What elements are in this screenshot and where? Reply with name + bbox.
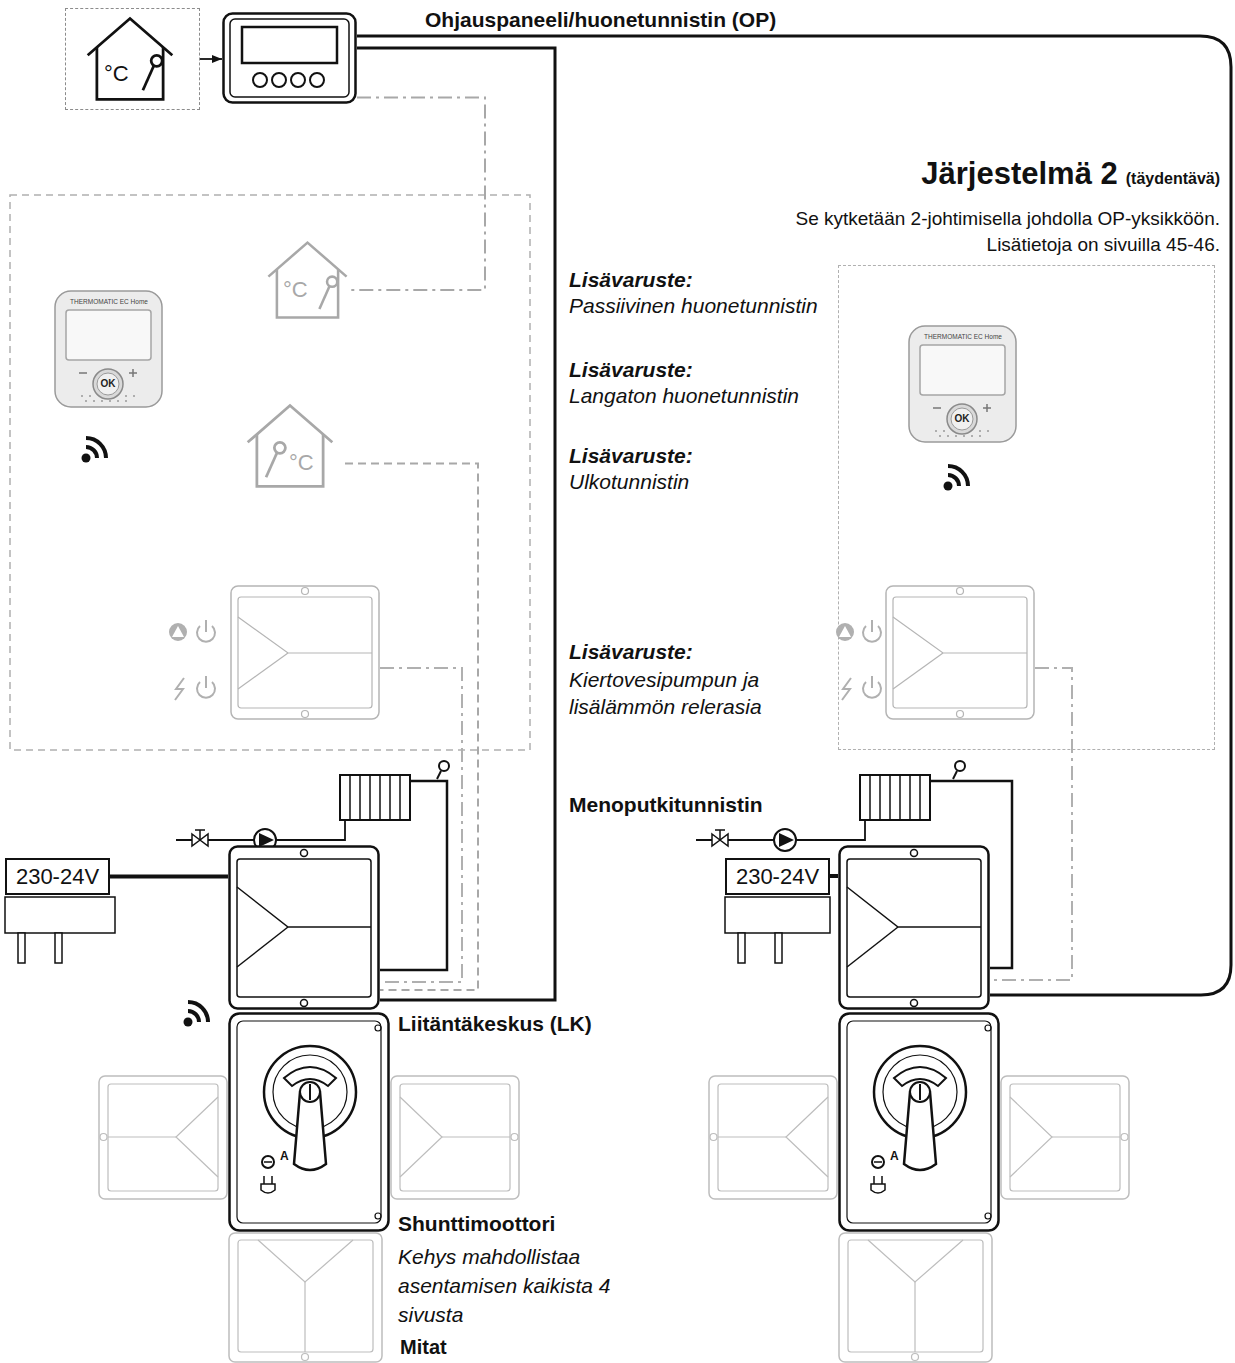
sensor-label: Menoputkitunnistin [567,793,765,817]
voltage-text: 230-24V [730,861,825,892]
panel-device [224,14,356,103]
wireless-thermostat: THERMOMATIC EC HomeOK [52,288,165,410]
panel-device [222,12,357,104]
sensor-box: °C [65,8,200,110]
thermostat-device [55,291,162,407]
thermostat-device [906,323,1019,445]
text-line: Järjestelmä 2 (täydentävä) [750,156,1220,192]
brand-text: THERMOMATIC EC Home [66,298,152,305]
callout-letter: A [278,1150,291,1164]
brand-text: THERMOMATIC EC Home [920,333,1006,340]
relay-cable [380,668,462,982]
unit-heading: Liitäntäkeskus (LK) [398,1012,592,1036]
connection-unit: Liitäntäkeskus (LK) [228,845,380,1010]
power-supply-box: 230-24V [5,858,110,895]
house-icon [268,243,346,318]
motor-drawing [230,1014,389,1231]
shunt-motor: ShunttimoottoriKehys mahdollistaa asenta… [228,1012,390,1232]
relay-box [886,586,1034,719]
accessory-heading: Lisävaruste: [567,268,695,292]
accessory-name: Kiertovesipumpun ja lisälämmön relerasia [567,666,826,720]
connector-line [110,875,228,879]
accessory-heading: Lisävaruste: [567,444,695,468]
connection-unit-drawing [230,847,379,1009]
panel-heading: Ohjauspaneeli/huonetunnistin (OP) [425,8,776,32]
connection-unit-drawing [228,845,380,1010]
outdoor-sensor: °C [235,400,345,492]
house-icon [248,406,333,487]
relay-box [231,586,379,719]
relay-cable [990,668,1072,980]
house-icon [240,400,340,492]
thermostat-device [52,288,165,410]
voltage-text: 230-24V [10,861,105,892]
connector-line [200,58,222,60]
bus-cable [357,36,1231,995]
motor-drawing [228,1012,390,1232]
heading-block: Järjestelmä 2 (täydentävä) Se kytketään 2-… [750,156,1220,258]
system-title: Järjestelmä 2 [921,156,1117,191]
passive-sensor: °C [265,235,350,325]
motor-heading: Shunttimoottori [398,1212,555,1236]
accessory-name: Ulkotunnistin [567,470,691,494]
system-region: Järjestelmä 2(täydentävä)Se kytketään 2-… [838,265,1215,750]
wireless-thermostat: THERMOMATIC EC HomeOK [906,323,1019,445]
system-region [10,195,530,750]
button-text: OK [950,413,974,425]
house-icon [88,19,173,100]
shunt-motor [840,1014,999,1231]
unit-text: °C [104,61,129,86]
house-icon [84,13,176,105]
wireless-symbol [82,438,969,1027]
control-panel: Ohjauspaneeli/huonetunnistin (OP) [222,12,357,104]
plug-symbol [5,897,830,963]
connector-line [350,98,485,290]
accessory-name: Passiivinen huonetunnistin [567,294,820,318]
text-line: Se kytketään 2-johtimisella johdolla OP-… [750,206,1220,258]
accessory-heading: Lisävaruste: [567,640,695,664]
unit-text: °C [283,277,308,302]
button-text: OK [96,378,120,390]
unit-text: °C [289,450,314,475]
motor-note: Kehys mahdollistaa asentamisen kaikista … [398,1242,633,1329]
connection-unit [840,847,989,1009]
accessory-name: Langaton huonetunnistin [567,384,801,408]
system-note: Se kytketään 2-johtimisella johdolla OP-… [750,206,1220,258]
connector-line [357,48,555,1000]
section-label: Mitat [398,1336,449,1359]
callout-letter: A [888,1150,901,1164]
accessory-heading: Lisävaruste: [567,358,695,382]
power-supply-box: 230-24V [725,858,830,895]
system-subtitle: (täydentävä) [1126,170,1220,187]
thermostat-device [909,326,1016,442]
